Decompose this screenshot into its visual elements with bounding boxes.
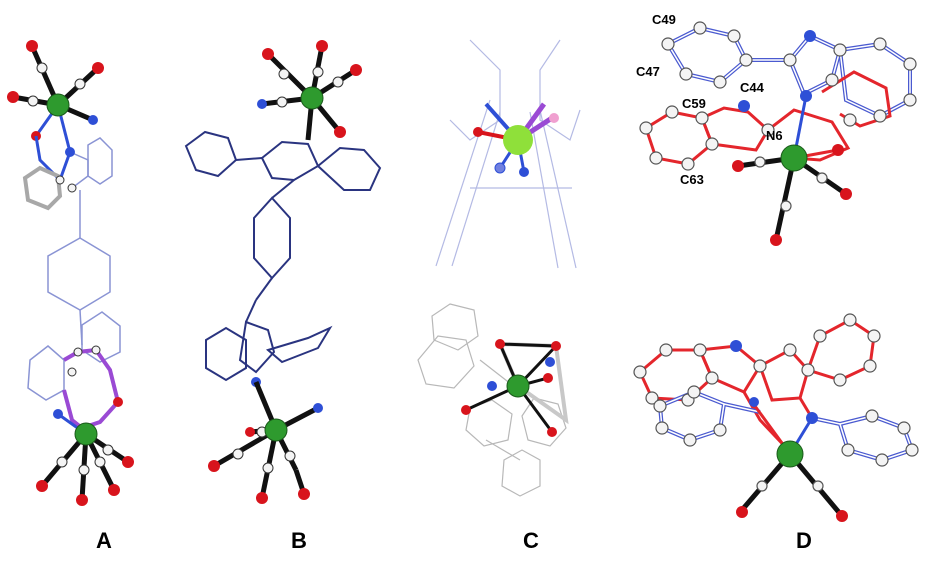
atom-label-c63: C63 (680, 172, 704, 187)
atom-label-c47: C47 (636, 64, 660, 79)
panel-c-top-view (435, 39, 581, 269)
panel-d-bottom-view (633, 313, 919, 522)
panel-a-top-metal-center (7, 40, 104, 153)
panel-label-b: B (291, 528, 307, 553)
atom-label-c49: C49 (652, 12, 676, 27)
panel-a-structure (7, 40, 134, 506)
panel-a-top-ligand (22, 135, 113, 211)
panel-b-structure (184, 40, 382, 504)
panel-b-top-metal-center (257, 40, 362, 141)
panel-c-bottom-view (417, 303, 569, 497)
panel-d-top-view: C49 C47 C44 C59 N6 C63 (636, 12, 917, 246)
panel-label-d: D (796, 528, 812, 553)
atom-label-c44: C44 (740, 80, 765, 95)
panel-d-structure: C49 C47 C44 C59 N6 C63 (633, 12, 919, 522)
panel-b-ligand-framework (184, 130, 382, 382)
panel-c-structure (417, 39, 581, 497)
atom-label-c59: C59 (682, 96, 706, 111)
panel-a-bottom-metal-center (36, 412, 134, 506)
atom-label-n6: N6 (766, 128, 783, 143)
panel-b-bottom-metal-center (208, 377, 323, 504)
panel-a-bottom-ligand (27, 311, 123, 430)
panel-label-a: A (96, 528, 112, 553)
panel-a-linker (47, 190, 111, 346)
panel-label-c: C (523, 528, 539, 553)
